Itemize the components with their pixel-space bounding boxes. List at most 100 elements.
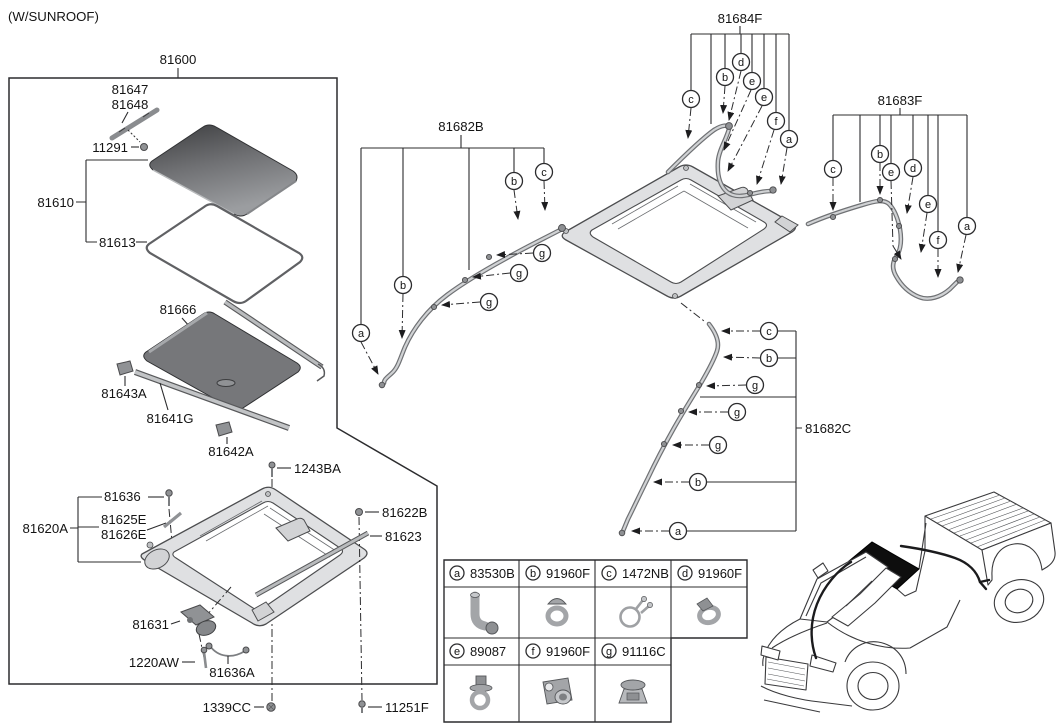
legend-part-d: 91960F [698, 566, 742, 581]
label-cable: 81636A [209, 665, 255, 680]
label-screw-frame: 81636 [104, 489, 141, 504]
sunshade-panel [143, 311, 301, 411]
callout-rr-d: d [910, 163, 916, 175]
sunroof-note: (W/SUNROOF) [8, 9, 99, 24]
cap-left-part [116, 360, 134, 376]
hose-side-group: 81682C c b g g g b a [618, 302, 852, 541]
grommet-icon [469, 675, 493, 711]
label-guide-a: 81625E [101, 512, 147, 527]
label-guide-b: 81626E [101, 527, 147, 542]
callout-front-g2: g [516, 268, 522, 280]
callout-rr-f: f [936, 235, 940, 247]
truck-hose-rear [899, 544, 988, 591]
label-hose-rear-left: 81684F [718, 11, 763, 26]
callout-front-c: c [541, 167, 547, 179]
callout-rl-c: c [688, 94, 694, 106]
callout-rl-a: a [786, 134, 793, 146]
legend-key-g: g [606, 646, 612, 658]
holder-clip-icon [542, 677, 573, 705]
label-bolt-top: 1243BA [294, 461, 341, 476]
deflector-group: 81622B 81623 [254, 505, 428, 701]
truck-hose-front [810, 560, 853, 660]
truck-rear-wheel [993, 579, 1045, 623]
bracket-clip-icon [618, 679, 648, 704]
callout-rl-f: f [774, 116, 778, 128]
truck-headlight-right [809, 654, 837, 673]
legend-key-b: b [530, 568, 536, 580]
handle-part [109, 107, 160, 141]
drain-cable-part [209, 645, 246, 657]
truck-front-wheel [846, 661, 900, 711]
callout-rr-e1: e [888, 167, 894, 179]
label-handle-b: 81648 [112, 97, 149, 112]
glass-handle-group: 81647 81648 11291 [92, 82, 160, 155]
truck-side-glass [831, 567, 902, 627]
glass-assembly-group: 81610 81613 [37, 124, 304, 305]
callout-front-a: a [358, 328, 365, 340]
truck-headlight-left [760, 645, 781, 661]
hose-front-group: 81682B a b b c g g g [351, 119, 566, 389]
screw-part [140, 143, 148, 151]
label-bolt-bottom2: 11251F [385, 700, 429, 715]
callout-rr-e2: e [925, 199, 931, 211]
truck-grille [764, 656, 809, 691]
callout-front-b2: b [511, 176, 517, 188]
legend-part-f: 91960F [546, 644, 590, 659]
label-sunshade: 81666 [160, 302, 197, 317]
legend-key-f: f [531, 646, 535, 658]
bolt-right-part [355, 508, 363, 516]
legend-part-a: 83530B [470, 566, 515, 581]
truck-illustration [760, 491, 1056, 713]
callout-rr-a: a [964, 221, 971, 233]
assembly-box-outline [8, 77, 438, 685]
rail-parts-group: 81643A 81641G 81642A [101, 360, 291, 459]
legend-part-b: 91960F [546, 566, 590, 581]
bolt-top-group: 1243BA [268, 461, 341, 492]
roof-frame-drawing [561, 164, 799, 299]
legend-key-e: e [454, 646, 460, 658]
callout-rr-b: b [877, 149, 883, 161]
legend-key-d: d [682, 568, 688, 580]
label-handle-a: 81647 [112, 82, 149, 97]
label-frame-asm: 81620A [23, 521, 69, 536]
label-glass-asm: 81610 [37, 195, 74, 210]
motor-group: 81631 1220AW 81636A [129, 586, 255, 680]
label-screw-motor: 1220AW [129, 655, 180, 670]
callout-side-c: c [766, 326, 772, 338]
legend-table: a 83530B b 91960F c 1472NB d 91960F e 89… [443, 559, 748, 723]
label-assembly: 81600 [160, 52, 197, 67]
sunshade-group: 81666 [143, 299, 326, 411]
label-hose-rear-right: 81683F [878, 93, 923, 108]
hose-rear-right-group: 81683F c b e d e f a [805, 93, 977, 301]
callout-rr-c: c [830, 164, 836, 176]
label-bar: 81641G [147, 411, 194, 426]
callout-front-g3: g [486, 297, 492, 309]
callout-rl-d: d [738, 57, 744, 69]
elbow-hose-icon [470, 591, 499, 635]
callout-front-g1: g [539, 248, 545, 260]
callout-rl-e2: e [761, 92, 767, 104]
label-bolt-right: 81622B [382, 505, 428, 520]
callout-side-g2: g [734, 407, 740, 419]
callout-side-g1: g [752, 380, 758, 392]
hose-rear-left-group: 81684F c b d e e f a [665, 11, 799, 199]
callout-rl-b: b [722, 72, 728, 84]
frame-labels-group: 81620A 81636 81625E 81626E [23, 489, 183, 563]
callout-side-g3: g [715, 440, 721, 452]
cap-right-part [215, 421, 233, 437]
label-hose-side: 81682C [805, 421, 852, 436]
label-motor: 81631 [132, 617, 169, 632]
label-bolt-bottom: 1339CC [203, 700, 252, 715]
truck-mirror [812, 562, 829, 579]
callout-rl-e1: e [749, 76, 755, 88]
main-assembly-group: 81600 81647 81648 11291 81610 81613 [8, 52, 438, 715]
label-screw: 11291 [92, 140, 128, 155]
bottom-bolts-group: 1339CC 11251F [203, 623, 429, 715]
label-seal: 81613 [99, 235, 136, 250]
legend-key-a: a [454, 568, 461, 580]
callout-side-b1: b [766, 353, 772, 365]
clip-d-icon [696, 597, 721, 626]
label-hose-front: 81682B [438, 119, 484, 134]
